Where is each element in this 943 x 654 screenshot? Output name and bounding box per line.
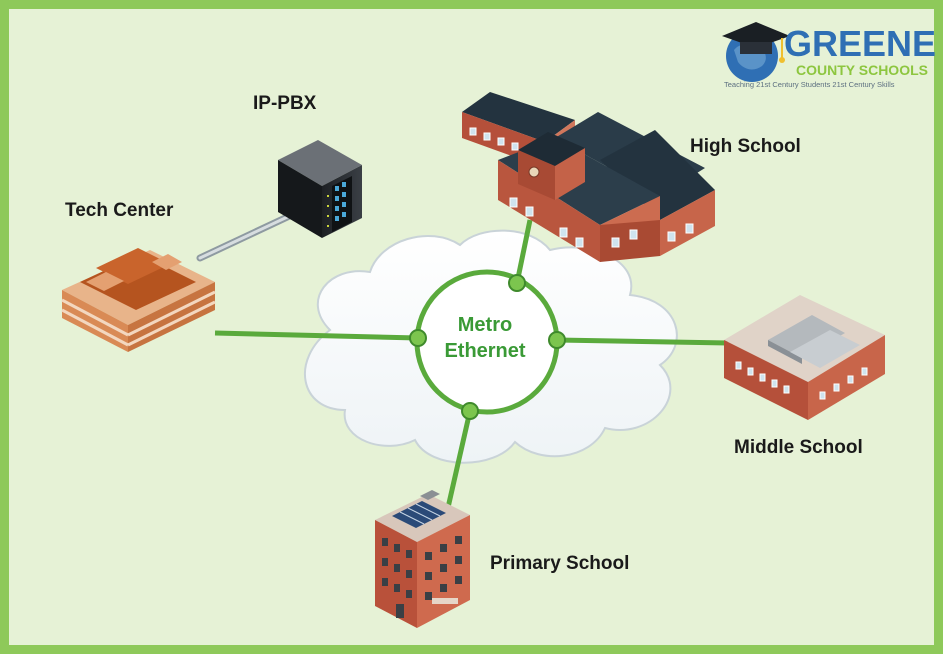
metro-ethernet-line1: Metro bbox=[457, 314, 513, 336]
metro-ethernet-ring bbox=[409, 269, 566, 420]
ring-port-top bbox=[508, 274, 526, 292]
metro-ethernet-line2: Ethernet bbox=[444, 340, 526, 362]
ring-port-bottom bbox=[461, 402, 479, 420]
logo-subtitle: COUNTY SCHOOLS bbox=[796, 62, 928, 78]
greene-logo-globe-icon bbox=[722, 22, 790, 82]
logo-tagline: Teaching 21st Century Students 21st Cent… bbox=[724, 80, 895, 89]
middle-school-label: Middle School bbox=[734, 437, 863, 458]
ring-port-right bbox=[548, 331, 566, 349]
link-high-school bbox=[514, 219, 533, 284]
tech-center-building-icon bbox=[61, 248, 216, 352]
ring-port-left bbox=[409, 329, 427, 347]
tech-center-label: Tech Center bbox=[65, 200, 174, 221]
link-middle-school bbox=[556, 337, 729, 346]
greene-county-schools-logo: GREENE COUNTY SCHOOLS Teaching 21st Cent… bbox=[716, 18, 936, 98]
network-links bbox=[196, 208, 729, 513]
high-school-label: High School bbox=[690, 136, 801, 157]
metro-ethernet-label: Metro Ethernet bbox=[410, 312, 560, 364]
middle-school-building-icon bbox=[724, 295, 885, 420]
ip-pbx-label: IP-PBX bbox=[253, 93, 317, 114]
link-primary-school bbox=[444, 410, 473, 513]
link-tech-center bbox=[214, 330, 419, 341]
logo-title: GREENE bbox=[784, 23, 937, 64]
primary-school-building-icon bbox=[375, 490, 470, 628]
primary-school-label: Primary School bbox=[490, 553, 630, 574]
ip-pbx-server-icon bbox=[278, 140, 362, 238]
high-school-building-icon bbox=[462, 92, 715, 262]
